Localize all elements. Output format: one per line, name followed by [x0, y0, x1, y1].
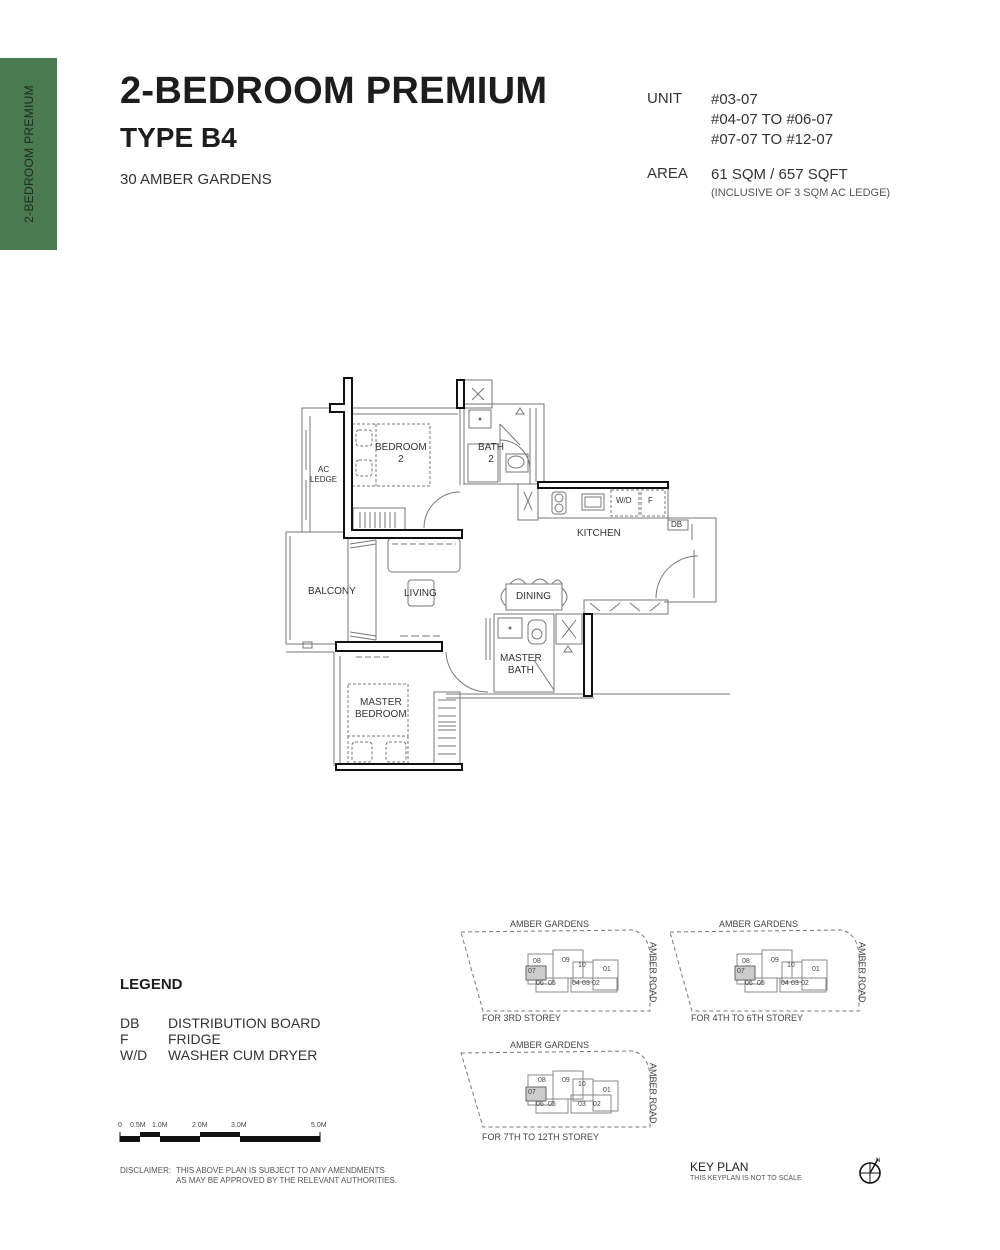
side-tab-label: 2-BEDROOM PREMIUM — [21, 85, 36, 223]
disclaimer-line2: AS MAY BE APPROVED BY THE RELEVANT AUTHO… — [176, 1176, 397, 1185]
room-label-balcony: BALCONY — [308, 586, 356, 597]
unit-tag: 01 — [603, 966, 611, 973]
fixture-db: DB — [671, 520, 683, 529]
unit-tag: 03 — [578, 1101, 586, 1108]
room-label-dining: DINING — [516, 591, 551, 602]
key-plan-3rd-storey: AMBER GARDENS AMBER ROAD 08 09 10 01 07 … — [458, 914, 673, 1034]
disclaimer-label: DISCLAIMER: — [120, 1166, 172, 1175]
key-plan-4th-6th-storey: AMBER GARDENS AMBER ROAD 08 09 10 01 07 … — [667, 914, 882, 1034]
legend-desc: DISTRIBUTION BOARD — [168, 1015, 321, 1031]
unit-tag: 05 — [548, 1101, 556, 1108]
key-plan-title: KEY PLAN — [690, 1160, 749, 1174]
address: 30 AMBER GARDENS — [120, 171, 272, 188]
legend: DB DISTRIBUTION BOARD F FRIDGE W/D WASHE… — [120, 1015, 320, 1063]
key-plan-caption: FOR 3RD STOREY — [482, 1013, 561, 1023]
unit-tag: 08 — [538, 1077, 546, 1084]
scale-tick: 0 — [118, 1122, 122, 1129]
unit-tag: 02 — [593, 1101, 601, 1108]
road-label: AMBER GARDENS — [510, 1040, 590, 1050]
room-label-kitchen: KITCHEN — [577, 528, 621, 539]
key-plan-site-graphic — [460, 1050, 651, 1128]
key-plan-site-graphic — [460, 929, 651, 1012]
unit-type: TYPE B4 — [120, 122, 237, 153]
road-label: AMBER ROAD — [648, 942, 658, 1003]
legend-desc: WASHER CUM DRYER — [168, 1047, 318, 1063]
unit-number: #03-07 — [711, 91, 758, 108]
unit-tag-highlighted: 07 — [528, 968, 536, 975]
unit-tag: 04 — [572, 980, 580, 987]
key-plan-caption: FOR 4TH TO 6TH STOREY — [691, 1013, 804, 1023]
unit-tag: 01 — [812, 966, 820, 973]
room-label-ac-ledge: AC LEDGE — [310, 465, 338, 484]
scale-tick: 0.5M — [130, 1122, 146, 1129]
unit-tag: 09 — [562, 1077, 570, 1084]
key-plan-caption: FOR 7TH TO 12TH STOREY — [482, 1132, 600, 1142]
unit-tag-highlighted: 07 — [528, 1089, 536, 1096]
key-plan-note: THIS KEYPLAN IS NOT TO SCALE — [690, 1175, 802, 1182]
floor-plan-drawing — [285, 377, 730, 771]
legend-item: F FRIDGE — [120, 1031, 320, 1047]
unit-tag: 03 — [791, 980, 799, 987]
unit-tag: 06 — [536, 980, 544, 987]
svg-text:N: N — [876, 1158, 880, 1164]
legend-item: W/D WASHER CUM DRYER — [120, 1047, 320, 1063]
unit-tag: 01 — [603, 1087, 611, 1094]
scale-tick: 5.0M — [311, 1122, 327, 1129]
fixture-fridge: F — [648, 496, 653, 505]
disclaimer: DISCLAIMER: THIS ABOVE PLAN IS SUBJECT T… — [120, 1166, 397, 1186]
unit-tag: 08 — [533, 958, 541, 965]
scale-bar-graphic — [119, 1132, 321, 1142]
unit-tag: 03 — [582, 980, 590, 987]
unit-tag: 09 — [771, 957, 779, 964]
legend-desc: FRIDGE — [168, 1031, 221, 1047]
page-title: 2-BEDROOM PREMIUM — [120, 70, 548, 112]
side-tab: 2-BEDROOM PREMIUM — [0, 58, 57, 250]
unit-tag: 04 — [781, 980, 789, 987]
north-arrow-icon: N — [857, 1156, 885, 1186]
unit-tag: 02 — [592, 980, 600, 987]
legend-title: LEGEND — [120, 976, 183, 993]
key-plan-7th-12th-storey: AMBER GARDENS AMBER ROAD 08 09 10 01 07 … — [458, 1035, 673, 1155]
unit-tag: 10 — [787, 962, 795, 969]
floor-plan: AC LEDGE BEDROOM 2 BATH 2 KITCHEN W/D F … — [280, 370, 730, 780]
legend-item: DB DISTRIBUTION BOARD — [120, 1015, 320, 1031]
scale-tick: 2.0M — [192, 1122, 208, 1129]
legend-code: DB — [120, 1015, 140, 1031]
area-label: AREA — [647, 165, 688, 182]
area-value: 61 SQM / 657 SQFT — [711, 166, 848, 183]
unit-tag: 06 — [536, 1101, 544, 1108]
unit-number: #04-07 TO #06-07 — [711, 111, 834, 128]
room-label-bath-2: BATH 2 — [478, 442, 504, 465]
scale-bar: 0 0.5M 1.0M 2.0M 3.0M 5.0M — [118, 1122, 338, 1146]
area-note: (INCLUSIVE OF 3 SQM AC LEDGE) — [711, 187, 891, 199]
unit-number: #07-07 TO #12-07 — [711, 131, 834, 148]
legend-code: F — [120, 1031, 129, 1047]
disclaimer-line1: THIS ABOVE PLAN IS SUBJECT TO ANY AMENDM… — [176, 1166, 385, 1175]
unit-tag: 10 — [578, 962, 586, 969]
unit-tag: 05 — [757, 980, 765, 987]
road-label: AMBER GARDENS — [510, 919, 590, 929]
key-plan-site-graphic — [669, 929, 860, 1012]
road-label: AMBER ROAD — [857, 942, 867, 1003]
fixture-wd: W/D — [616, 496, 632, 505]
road-label: AMBER GARDENS — [719, 919, 799, 929]
room-label-master-bath: MASTER BATH — [500, 653, 542, 676]
unit-tag-highlighted: 07 — [737, 968, 745, 975]
room-label-master-bedroom: MASTER BEDROOM — [355, 697, 407, 720]
room-label-living: LIVING — [404, 588, 437, 599]
room-label-bedroom-2: BEDROOM 2 — [375, 442, 427, 465]
road-label: AMBER ROAD — [648, 1063, 658, 1124]
legend-code: W/D — [120, 1047, 148, 1063]
unit-tag: 02 — [801, 980, 809, 987]
scale-tick: 1.0M — [152, 1122, 168, 1129]
unit-tag: 09 — [562, 957, 570, 964]
unit-tag: 05 — [548, 980, 556, 987]
unit-tag: 08 — [742, 958, 750, 965]
unit-label: UNIT — [647, 90, 682, 107]
unit-tag: 10 — [578, 1081, 586, 1088]
unit-tag: 06 — [745, 980, 753, 987]
scale-tick: 3.0M — [231, 1122, 247, 1129]
